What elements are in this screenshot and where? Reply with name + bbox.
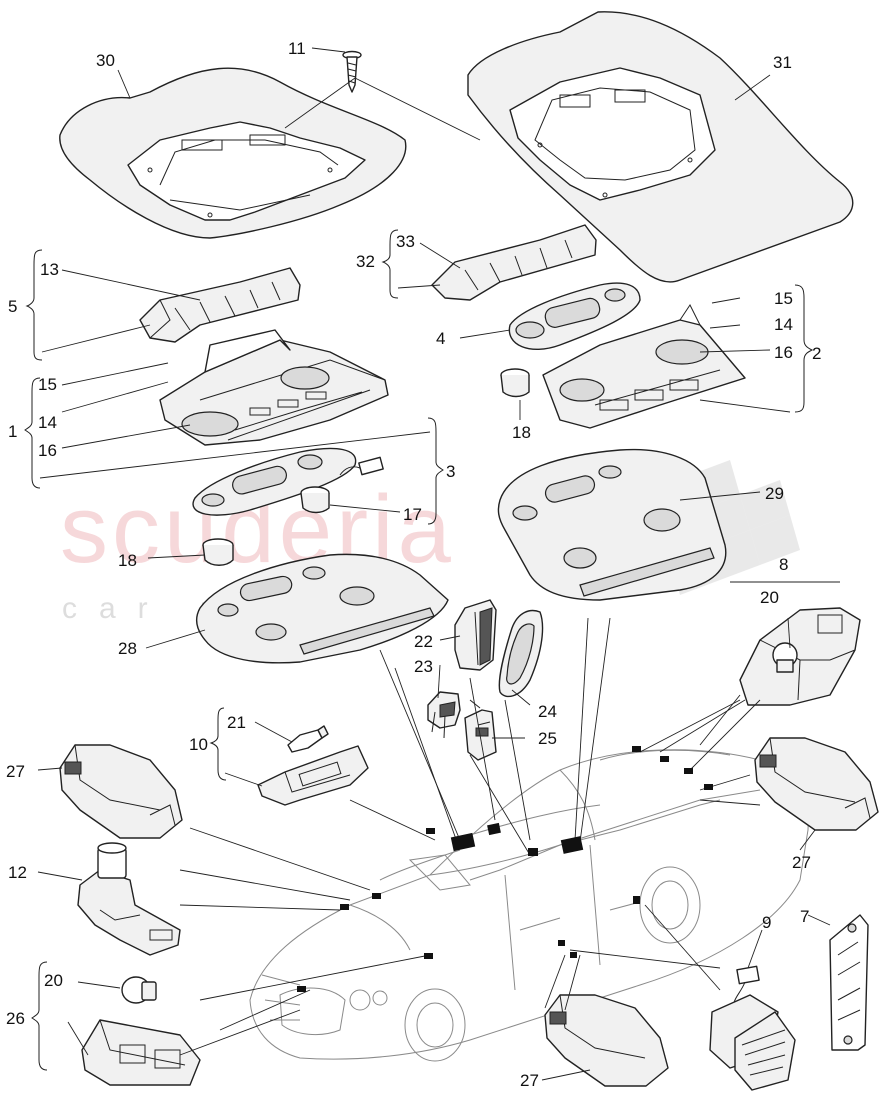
callout-20-right: 20 (760, 588, 779, 607)
callout-13: 13 (40, 260, 59, 279)
callout-1: 1 (8, 422, 17, 441)
callout-22: 22 (414, 632, 433, 651)
callout-23: 23 (414, 657, 433, 676)
lamp-housing-8 (739, 607, 861, 706)
callout-8: 8 (779, 555, 788, 574)
switch-bracket-12 (77, 842, 181, 956)
callout-27-bottom: 27 (520, 1071, 539, 1090)
callout-12: 12 (8, 863, 27, 882)
leader-lines (37, 47, 831, 1081)
switch-22 (454, 599, 497, 671)
bulb-20-right (772, 642, 798, 673)
courtesy-lamp-27-bottom (544, 994, 669, 1087)
callout-14-right: 14 (774, 315, 793, 334)
callout-33: 33 (396, 232, 415, 251)
callout-4: 4 (436, 329, 445, 348)
callout-7: 7 (800, 907, 809, 926)
callout-20-left: 20 (44, 971, 63, 990)
callout-18-right: 18 (512, 423, 531, 442)
callout-9: 9 (762, 913, 771, 932)
callout-numbers: 30 11 31 13 5 33 32 15 15 14 14 4 16 16 … (6, 39, 821, 1090)
callout-32: 32 (356, 252, 375, 271)
headliner-panel-31 (467, 11, 854, 283)
lamp-unit-17 (300, 486, 330, 514)
callout-3: 3 (446, 462, 455, 481)
trim-bezel-24 (498, 609, 544, 698)
roof-console-housing-1 (159, 329, 389, 446)
lamp-housing-26 (81, 1019, 201, 1086)
mounting-bracket-33 (431, 224, 597, 301)
bulb-20-left (121, 976, 157, 1004)
courtesy-lamp-27-left (59, 744, 183, 839)
callout-15-right: 15 (774, 289, 793, 308)
callout-26: 26 (6, 1009, 25, 1028)
lens-plate-3 (192, 447, 384, 516)
courtesy-lamp-27-right (754, 737, 879, 831)
lamp-unit-18-right (500, 368, 530, 398)
callout-25: 25 (538, 729, 557, 748)
lens-cover-29 (497, 448, 727, 601)
roof-console-housing-2 (542, 304, 746, 429)
light-bezel-4 (508, 282, 641, 350)
callout-29: 29 (765, 484, 784, 503)
callout-24: 24 (538, 702, 557, 721)
callout-15-left: 15 (38, 375, 57, 394)
lamp-unit-18-left (202, 538, 234, 566)
callout-31: 31 (773, 53, 792, 72)
callout-17: 17 (403, 505, 422, 524)
callout-14-left: 14 (38, 413, 57, 432)
screw-11 (342, 50, 362, 93)
group-braces (24, 229, 840, 1071)
callout-27-left: 27 (6, 762, 25, 781)
callout-11: 11 (288, 39, 306, 58)
callout-5: 5 (8, 297, 17, 316)
lamp-housing-10 (257, 745, 369, 806)
callout-28: 28 (118, 639, 137, 658)
sensor-23 (427, 691, 461, 739)
bracket-25 (464, 699, 497, 761)
callout-27-right: 27 (792, 853, 811, 872)
callout-2: 2 (812, 344, 821, 363)
callout-10: 10 (189, 735, 208, 754)
location-markers (297, 746, 713, 992)
module-9 (709, 965, 796, 1091)
bracket-7 (829, 914, 869, 1051)
mounting-bracket-13 (139, 267, 301, 343)
callout-18-left: 18 (118, 551, 137, 570)
callout-30: 30 (96, 51, 115, 70)
callout-21: 21 (227, 713, 246, 732)
headliner-console-30 (59, 67, 407, 239)
callout-16-left: 16 (38, 441, 57, 460)
lens-cover-28 (196, 553, 449, 664)
bulb-21 (287, 725, 329, 753)
callout-16-right: 16 (774, 343, 793, 362)
